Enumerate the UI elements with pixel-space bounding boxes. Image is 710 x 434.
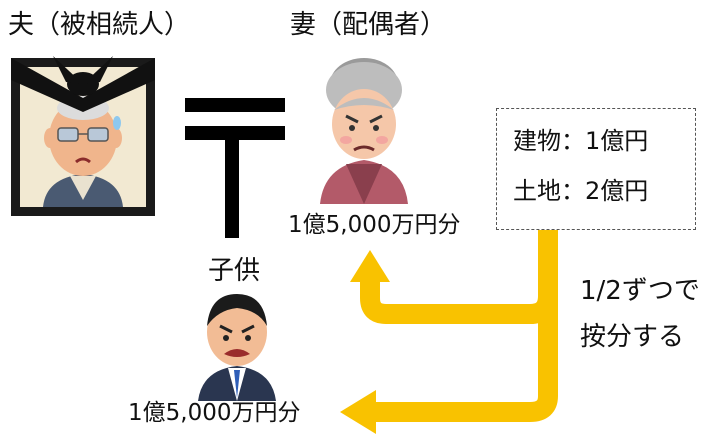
assets-box: 建物：1億円 土地：2億円 — [496, 108, 696, 230]
allocation-note-line1: 1/2ずつで — [580, 276, 700, 306]
spouse-share: 1億5,000万円分 — [288, 212, 461, 238]
child-share: 1億5,000万円分 — [128, 400, 301, 426]
deceased-portrait — [8, 50, 158, 220]
allocation-note-line2: 按分する — [580, 322, 685, 352]
asset-land: 土地：2億円 — [513, 177, 649, 205]
asset-building: 建物：1億円 — [513, 127, 649, 155]
allocation-arrows — [330, 226, 570, 434]
spouse-illustration — [304, 54, 424, 204]
spouse-label: 妻（配偶者） — [290, 10, 447, 40]
relationship-lines — [185, 90, 295, 240]
child-illustration — [192, 286, 282, 401]
child-label: 子供 — [208, 256, 261, 286]
deceased-label: 夫（被相続人） — [8, 10, 191, 40]
